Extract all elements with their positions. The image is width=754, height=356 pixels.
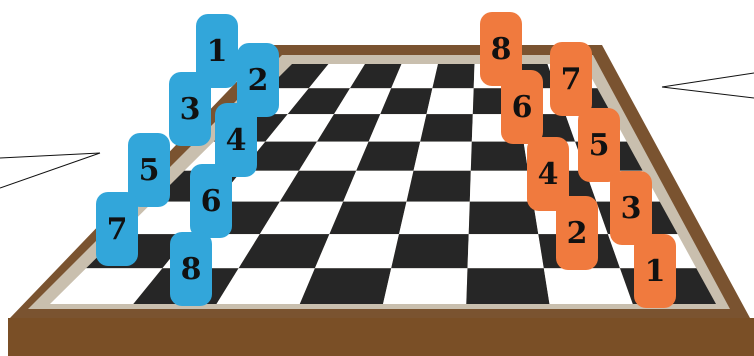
board-square: [300, 268, 391, 304]
board-square: [469, 202, 539, 235]
board-square: [544, 268, 633, 304]
blue-piece-label: 5: [139, 153, 160, 188]
board-square: [414, 142, 472, 171]
blue-piece-label: 3: [180, 92, 201, 127]
board-square: [468, 234, 544, 268]
board-front-edge: [8, 318, 754, 356]
orange-piece-label: 3: [621, 191, 642, 226]
orange-piece-label: 1: [645, 254, 666, 289]
blue-piece-label: 6: [201, 184, 222, 219]
orange-piece-label: 7: [561, 62, 582, 97]
blue-piece-3[interactable]: 3: [169, 72, 211, 146]
blue-piece-6[interactable]: 6: [190, 164, 232, 238]
orange-piece-2[interactable]: 2: [556, 196, 598, 270]
blue-piece-label: 8: [181, 252, 202, 287]
board-square: [383, 268, 468, 304]
orange-piece-label: 2: [567, 216, 588, 251]
orange-piece-1[interactable]: 1: [634, 234, 676, 308]
blue-piece-7[interactable]: 7: [96, 192, 138, 266]
blue-piece-label: 2: [248, 63, 269, 98]
board-square: [471, 142, 528, 171]
orange-piece-label: 6: [512, 90, 533, 125]
board-square: [466, 268, 549, 304]
board-square: [470, 171, 533, 202]
blue-piece-label: 7: [107, 212, 128, 247]
orange-piece-7[interactable]: 7: [550, 42, 592, 116]
board-square: [391, 234, 469, 268]
right-pointer-lines: [662, 73, 754, 98]
orange-piece-6[interactable]: 6: [501, 70, 543, 144]
blue-piece-8[interactable]: 8: [170, 232, 212, 306]
board-square: [315, 234, 399, 268]
board-square: [427, 88, 474, 114]
board-square: [407, 171, 471, 202]
board-square: [420, 114, 473, 142]
orange-piece-3[interactable]: 3: [610, 171, 652, 245]
board-square: [399, 202, 470, 235]
blue-piece-label: 1: [207, 34, 228, 69]
orange-piece-label: 5: [589, 128, 610, 163]
orange-piece-label: 4: [538, 157, 559, 192]
blue-piece-label: 4: [226, 123, 247, 158]
orange-piece-label: 8: [491, 32, 512, 67]
orange-piece-5[interactable]: 5: [578, 108, 620, 182]
board-square: [432, 64, 474, 88]
left-pointer-lines: [0, 153, 100, 188]
